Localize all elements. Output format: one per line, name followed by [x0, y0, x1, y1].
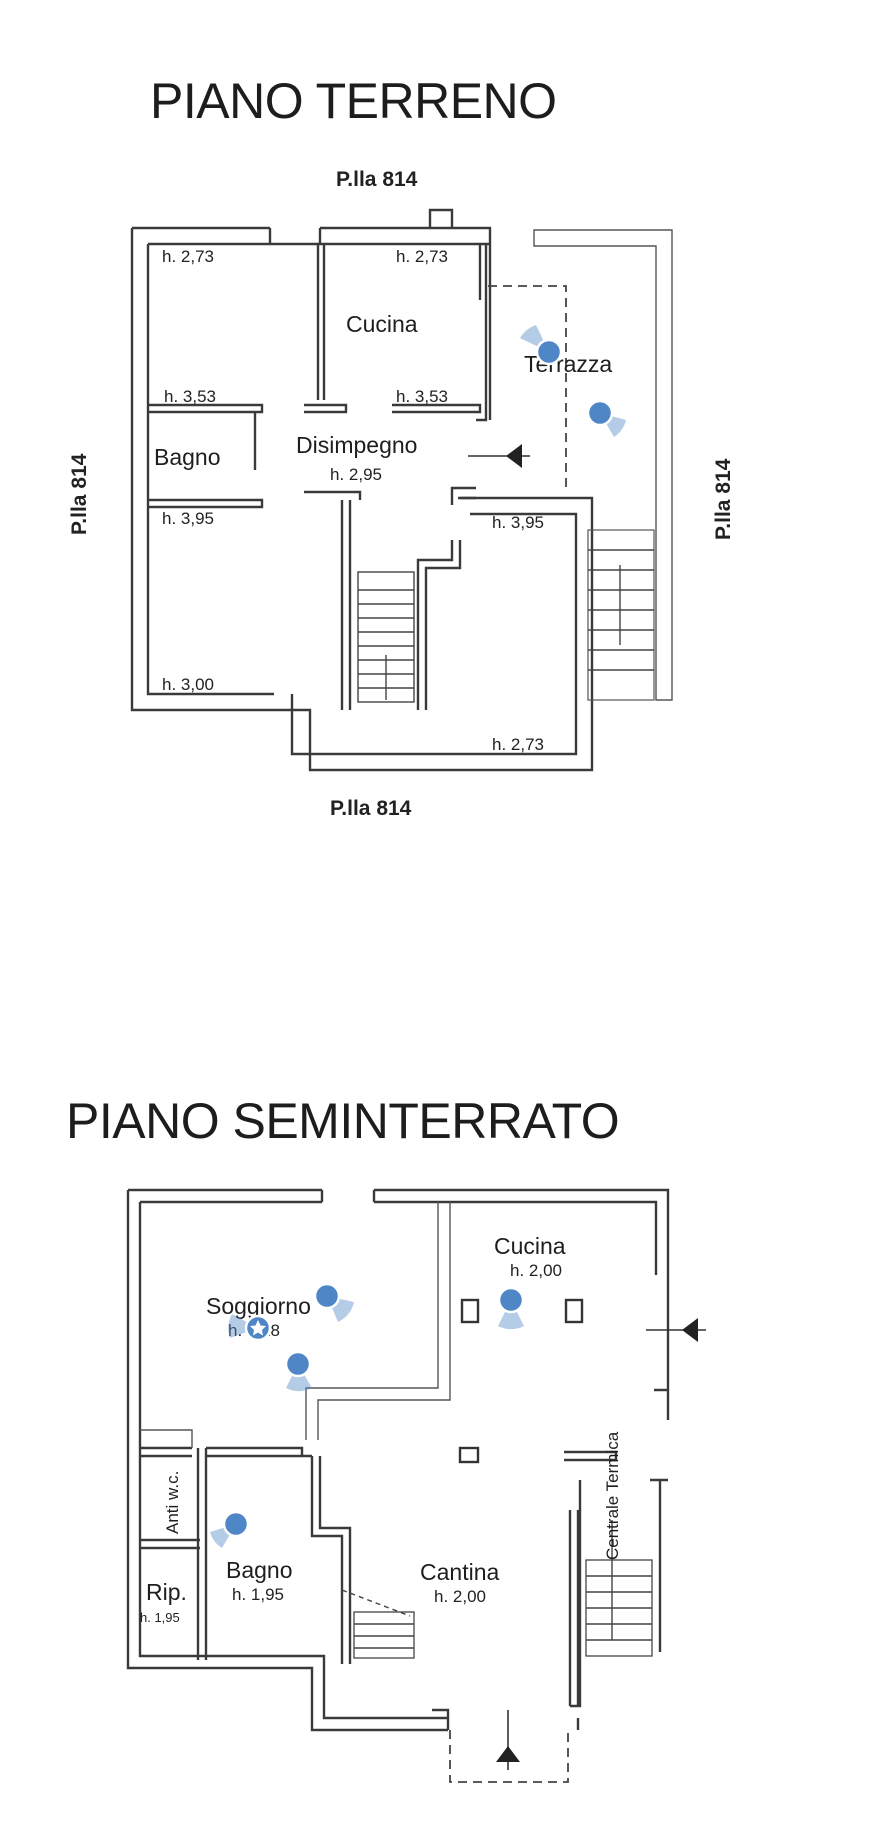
- wall-bagno-top: [148, 403, 264, 414]
- room-label-rip: Rip.: [146, 1579, 187, 1605]
- entrance-arrow-basement-east: [646, 1318, 706, 1342]
- room-label-soggiorno: Soggiorno: [206, 1293, 311, 1319]
- piano-seminterrato-plan: PIANO SEMINTERRATO: [66, 1093, 706, 1783]
- entrance-dashed-basement: [449, 1730, 569, 1783]
- room-label-disimpegno: Disimpegno: [296, 432, 417, 458]
- wall-mid-stub: [304, 403, 348, 414]
- height-label-rip: h. 1,95: [140, 1610, 180, 1625]
- stairs-terreno: [357, 571, 415, 703]
- room-label-cucina: Cucina: [346, 311, 418, 337]
- wall-stair-box: [416, 540, 462, 710]
- height-label: h. 2,73: [162, 247, 214, 266]
- panorama-viewpoint-icon[interactable]: [497, 1286, 525, 1330]
- panorama-viewpoint-icon[interactable]: [586, 399, 626, 437]
- room-label-cucina-basement: Cucina: [494, 1233, 566, 1259]
- floor-title-seminterrato: PIANO SEMINTERRATO: [66, 1093, 619, 1149]
- room-label-bagno-basement: Bagno: [226, 1557, 293, 1583]
- height-label-cantina: h. 2,00: [434, 1587, 486, 1606]
- room-label-cantina: Cantina: [420, 1559, 499, 1585]
- wall-door-jamb: [432, 1708, 450, 1730]
- wall-centrale-termica: [564, 1450, 618, 1706]
- height-label: h. 2,95: [330, 465, 382, 484]
- stairs-terrace: [587, 529, 655, 701]
- pillar: [460, 1298, 480, 1324]
- height-label: h. 2,73: [396, 247, 448, 266]
- parcel-label-top: P.lla 814: [336, 168, 418, 191]
- room-label-anti-wc: Anti w.c.: [163, 1471, 182, 1534]
- star-icon[interactable]: [228, 1314, 272, 1342]
- anti-wc-outline: [140, 1429, 193, 1448]
- pillar: [564, 1298, 584, 1324]
- pillar: [458, 1446, 480, 1464]
- wall-center-vertical: [304, 490, 362, 710]
- height-label: h. 3,53: [396, 387, 448, 406]
- height-label: h. 3,53: [164, 387, 216, 406]
- wall-left-center: [316, 244, 326, 400]
- parcel-label-left: P.lla 814: [68, 453, 91, 535]
- room-label-bagno: Bagno: [154, 444, 221, 470]
- piano-terreno-plan: PIANO TERRENO P.lla 814 P.lla 814 P.lla …: [68, 73, 735, 820]
- terrace-boundary-dashed: [488, 285, 567, 490]
- parcel-label-bottom: P.lla 814: [330, 797, 412, 820]
- panorama-viewpoint-icon[interactable]: [313, 1282, 354, 1322]
- height-label-bagno: h. 1,95: [232, 1585, 284, 1604]
- entrance-arrow-terreno: [468, 444, 530, 468]
- terrace-outline: [533, 229, 673, 701]
- floor-title-terreno: PIANO TERRENO: [150, 73, 557, 129]
- wall-bagno-bottom: [148, 498, 264, 509]
- outer-wall-basement: [126, 1188, 670, 1732]
- wall-kitchen-bottom: [392, 403, 482, 414]
- soggiorno-boundary: [305, 1202, 451, 1440]
- panorama-viewpoint-icon[interactable]: [284, 1350, 312, 1392]
- stairs-basement-left: [341, 1589, 415, 1659]
- wall-east-room: [450, 486, 476, 505]
- height-label: h. 3,00: [162, 675, 214, 694]
- height-label: h. 2,73: [492, 735, 544, 754]
- wall-kitchen-right: [476, 244, 488, 422]
- parcel-label-right: P.lla 814: [712, 458, 735, 540]
- entrance-arrow-basement: [496, 1710, 520, 1770]
- height-label: h. 3,95: [162, 509, 214, 528]
- panorama-viewpoint-icon[interactable]: [210, 1510, 250, 1548]
- chimney: [428, 208, 454, 228]
- wall-bagno-basement: [140, 1446, 352, 1664]
- height-label: h. 3,95: [492, 513, 544, 532]
- room-label-centrale-termica: Centrale Termica: [603, 1431, 622, 1560]
- stairs-basement-right: [585, 1520, 653, 1657]
- panorama-viewpoint-icon[interactable]: [520, 325, 563, 366]
- height-label-cucina: h. 2,00: [510, 1261, 562, 1280]
